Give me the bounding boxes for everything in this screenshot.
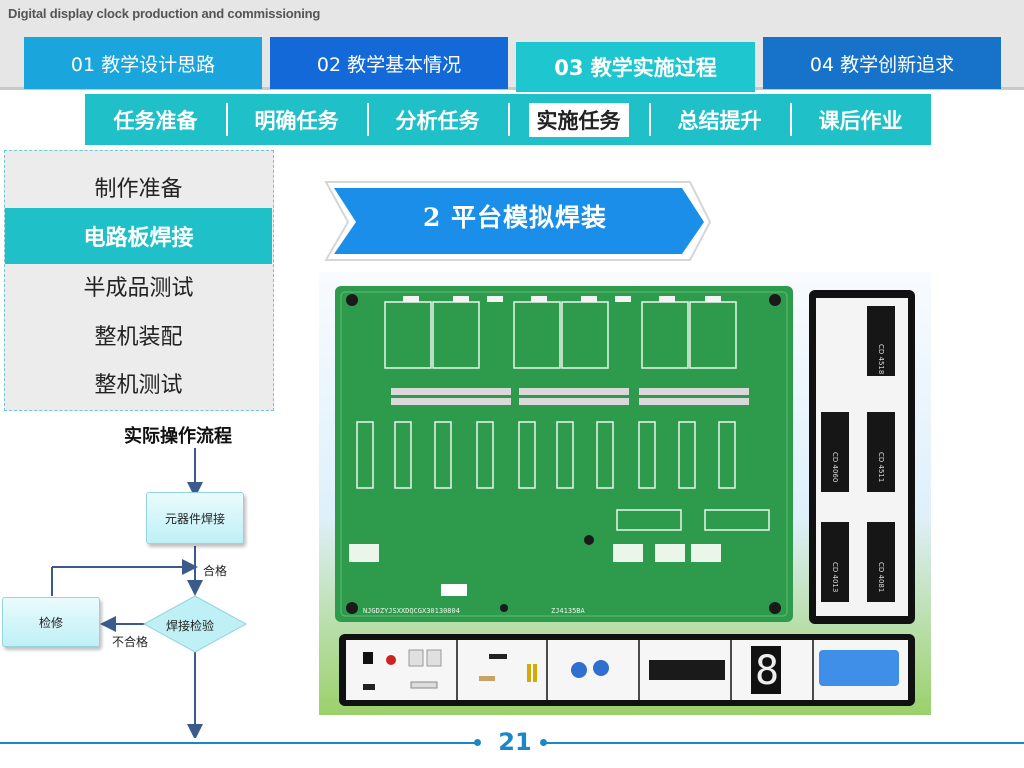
subtab-task-prep[interactable]: 任务准备 (85, 94, 226, 145)
banner-title: 2 平台模拟焊装 (422, 203, 608, 232)
flow-step-repair: 检修 (2, 597, 100, 647)
flow-step-label: 元器件焊接 (164, 511, 225, 526)
flow-connectors (51, 448, 248, 738)
subtab-clarify-task[interactable]: 明确任务 (226, 94, 367, 145)
side-panel: 制作准备 电路板焊接 半成品测试 整机装配 整机测试 (4, 150, 274, 411)
flow-title: 实际操作流程 (124, 426, 232, 447)
tab-label: 01 教学设计思路 (70, 53, 216, 76)
footer-dot-right (540, 739, 547, 746)
side-item-final-test[interactable]: 整机测试 (94, 373, 183, 398)
side-item-preparation[interactable]: 制作准备 (94, 177, 183, 202)
tab-label: 04 教学创新追求 (809, 53, 955, 76)
page-number: 21 (498, 728, 532, 756)
pcb-model: ZJ4135BA (551, 607, 586, 615)
tab-label: 02 教学基本情况 (316, 53, 462, 76)
subtab-label: 任务准备 (113, 108, 198, 133)
pcb-photo: NJGDZYJSXXDQCGX30130804 ZJ4135BA CD 4518… (319, 272, 931, 715)
footer-line-right (544, 742, 1024, 744)
tab-teaching-basics[interactable]: 02 教学基本情况 (270, 37, 508, 89)
subtab-label: 实施任务 (528, 102, 629, 137)
footer-line-left (0, 742, 478, 744)
subtab-label: 总结提升 (677, 108, 762, 133)
section-banner (324, 181, 712, 261)
subtab-analyze-task[interactable]: 分析任务 (367, 94, 508, 145)
tab-label: 03 教学实施过程 (554, 56, 717, 80)
ic-label: CD 4060 (831, 452, 839, 482)
side-item-assembly[interactable]: 整机装配 (94, 325, 183, 350)
subtab-label: 课后作业 (818, 108, 903, 133)
subtab-implement-task[interactable]: 实施任务 (508, 94, 649, 145)
sub-navigation: 任务准备 明确任务 分析任务 实施任务 总结提升 课后作业 (85, 94, 931, 145)
tab-teaching-innovation[interactable]: 04 教学创新追求 (763, 37, 1001, 89)
subtab-label: 明确任务 (254, 108, 339, 133)
tab-teaching-design[interactable]: 01 教学设计思路 (24, 37, 262, 89)
document-title: Digital display clock production and com… (8, 6, 321, 21)
ic-label: CD 4013 (831, 562, 839, 592)
tab-teaching-process[interactable]: 03 教学实施过程 (516, 42, 755, 92)
subtab-homework[interactable]: 课后作业 (790, 94, 931, 145)
side-item-pcb-soldering[interactable]: 电路板焊接 (5, 208, 272, 264)
ic-label: CD 4511 (877, 452, 885, 482)
footer-dot-left (474, 739, 481, 746)
flow-step-solder: 元器件焊接 (146, 492, 244, 544)
ic-label: CD 4081 (877, 562, 885, 592)
flow-step-inspect: 焊接检验 (166, 619, 215, 633)
flow-step-label: 检修 (38, 615, 63, 630)
svg-text:8: 8 (755, 648, 779, 694)
ic-label: CD 4518 (877, 344, 885, 374)
subtab-summary[interactable]: 总结提升 (649, 94, 790, 145)
side-item-semi-test[interactable]: 半成品测试 (83, 276, 194, 301)
flow-pass-label: 合格 (203, 564, 228, 578)
subtab-label: 分析任务 (395, 108, 480, 133)
pcb-serial: NJGDZYJSXXDQCGX30130804 (363, 607, 460, 615)
flow-fail-label: 不合格 (112, 635, 149, 649)
